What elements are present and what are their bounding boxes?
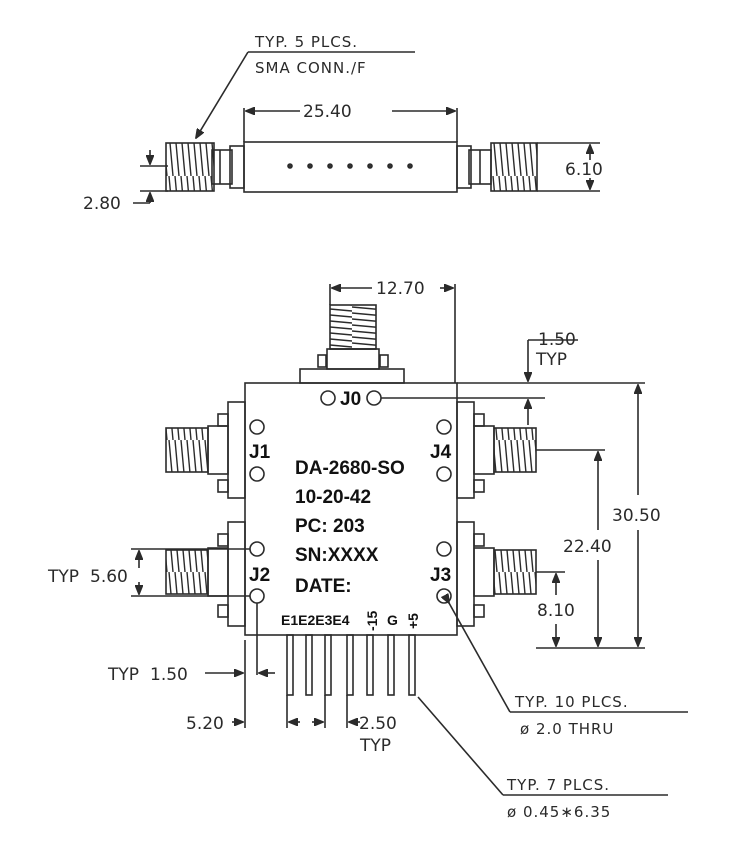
port-label-j2: J2: [249, 565, 270, 586]
top-dim-width: 25.40: [303, 102, 352, 122]
dim-pin-pitch-typ: TYP: [359, 736, 391, 756]
dim-top-connector: 12.70: [376, 279, 425, 299]
dim-pin-typ: TYP: [107, 665, 139, 685]
holes-note-line1: TYP. 10 PLCS.: [514, 693, 629, 711]
top-dim-offset: 2.80: [83, 194, 121, 214]
dim-pin-value: 1.50: [150, 665, 188, 685]
main-view: [131, 284, 688, 796]
dim-total-height: 30.50: [612, 506, 661, 526]
pin-label-g: G: [387, 612, 398, 628]
top-note-line2: SMA CONN./F: [255, 59, 367, 77]
body-date: DATE:: [295, 576, 352, 597]
connector-j4: [456, 401, 537, 499]
port-label-j1: J1: [249, 442, 271, 463]
body-model: DA-2680-SO: [295, 458, 405, 479]
body-pc: PC: 203: [295, 516, 365, 537]
pins: [286, 634, 416, 696]
top-view: [133, 51, 600, 204]
module-body: [244, 382, 458, 636]
port-label-j3: J3: [430, 565, 451, 586]
pins-note-line2: ø 0.45∗6.35: [507, 803, 611, 821]
top-dim-height: 6.10: [565, 160, 603, 180]
dim-left-value: 5.60: [90, 567, 128, 587]
connector-j0: [299, 304, 405, 384]
connector-j1: [165, 401, 246, 499]
connector-j3: [456, 521, 537, 627]
dim-pin-pitch: 2.50: [359, 714, 397, 734]
dim-port-span: 22.40: [563, 537, 612, 557]
top-note-line1: TYP. 5 PLCS.: [254, 33, 358, 51]
pin-label-p5: +5: [405, 613, 421, 629]
pin-label-e1e4: E1E2E3E4: [281, 612, 350, 628]
top-right-connector: [456, 142, 538, 192]
top-left-connector: [165, 142, 245, 192]
body-sn: SN:XXXX: [295, 545, 379, 566]
port-label-j4: J4: [430, 442, 452, 463]
pins-note-line1: TYP. 7 PLCS.: [506, 776, 610, 794]
connector-j2: [165, 521, 246, 627]
top-pin-dots: [287, 163, 413, 169]
dim-edge-typ: TYP: [535, 350, 567, 370]
dim-left-typ: TYP: [47, 567, 79, 587]
holes-note-line2: ø 2.0 THRU: [520, 720, 614, 738]
dim-port-offset: 8.10: [537, 601, 575, 621]
dim-pin-start: 5.20: [186, 714, 224, 734]
body-code: 10-20-42: [295, 487, 371, 508]
pin-label-m15: -15: [364, 611, 380, 631]
dim-edge: 1.50: [538, 330, 576, 350]
port-label-j0: J0: [340, 389, 361, 410]
